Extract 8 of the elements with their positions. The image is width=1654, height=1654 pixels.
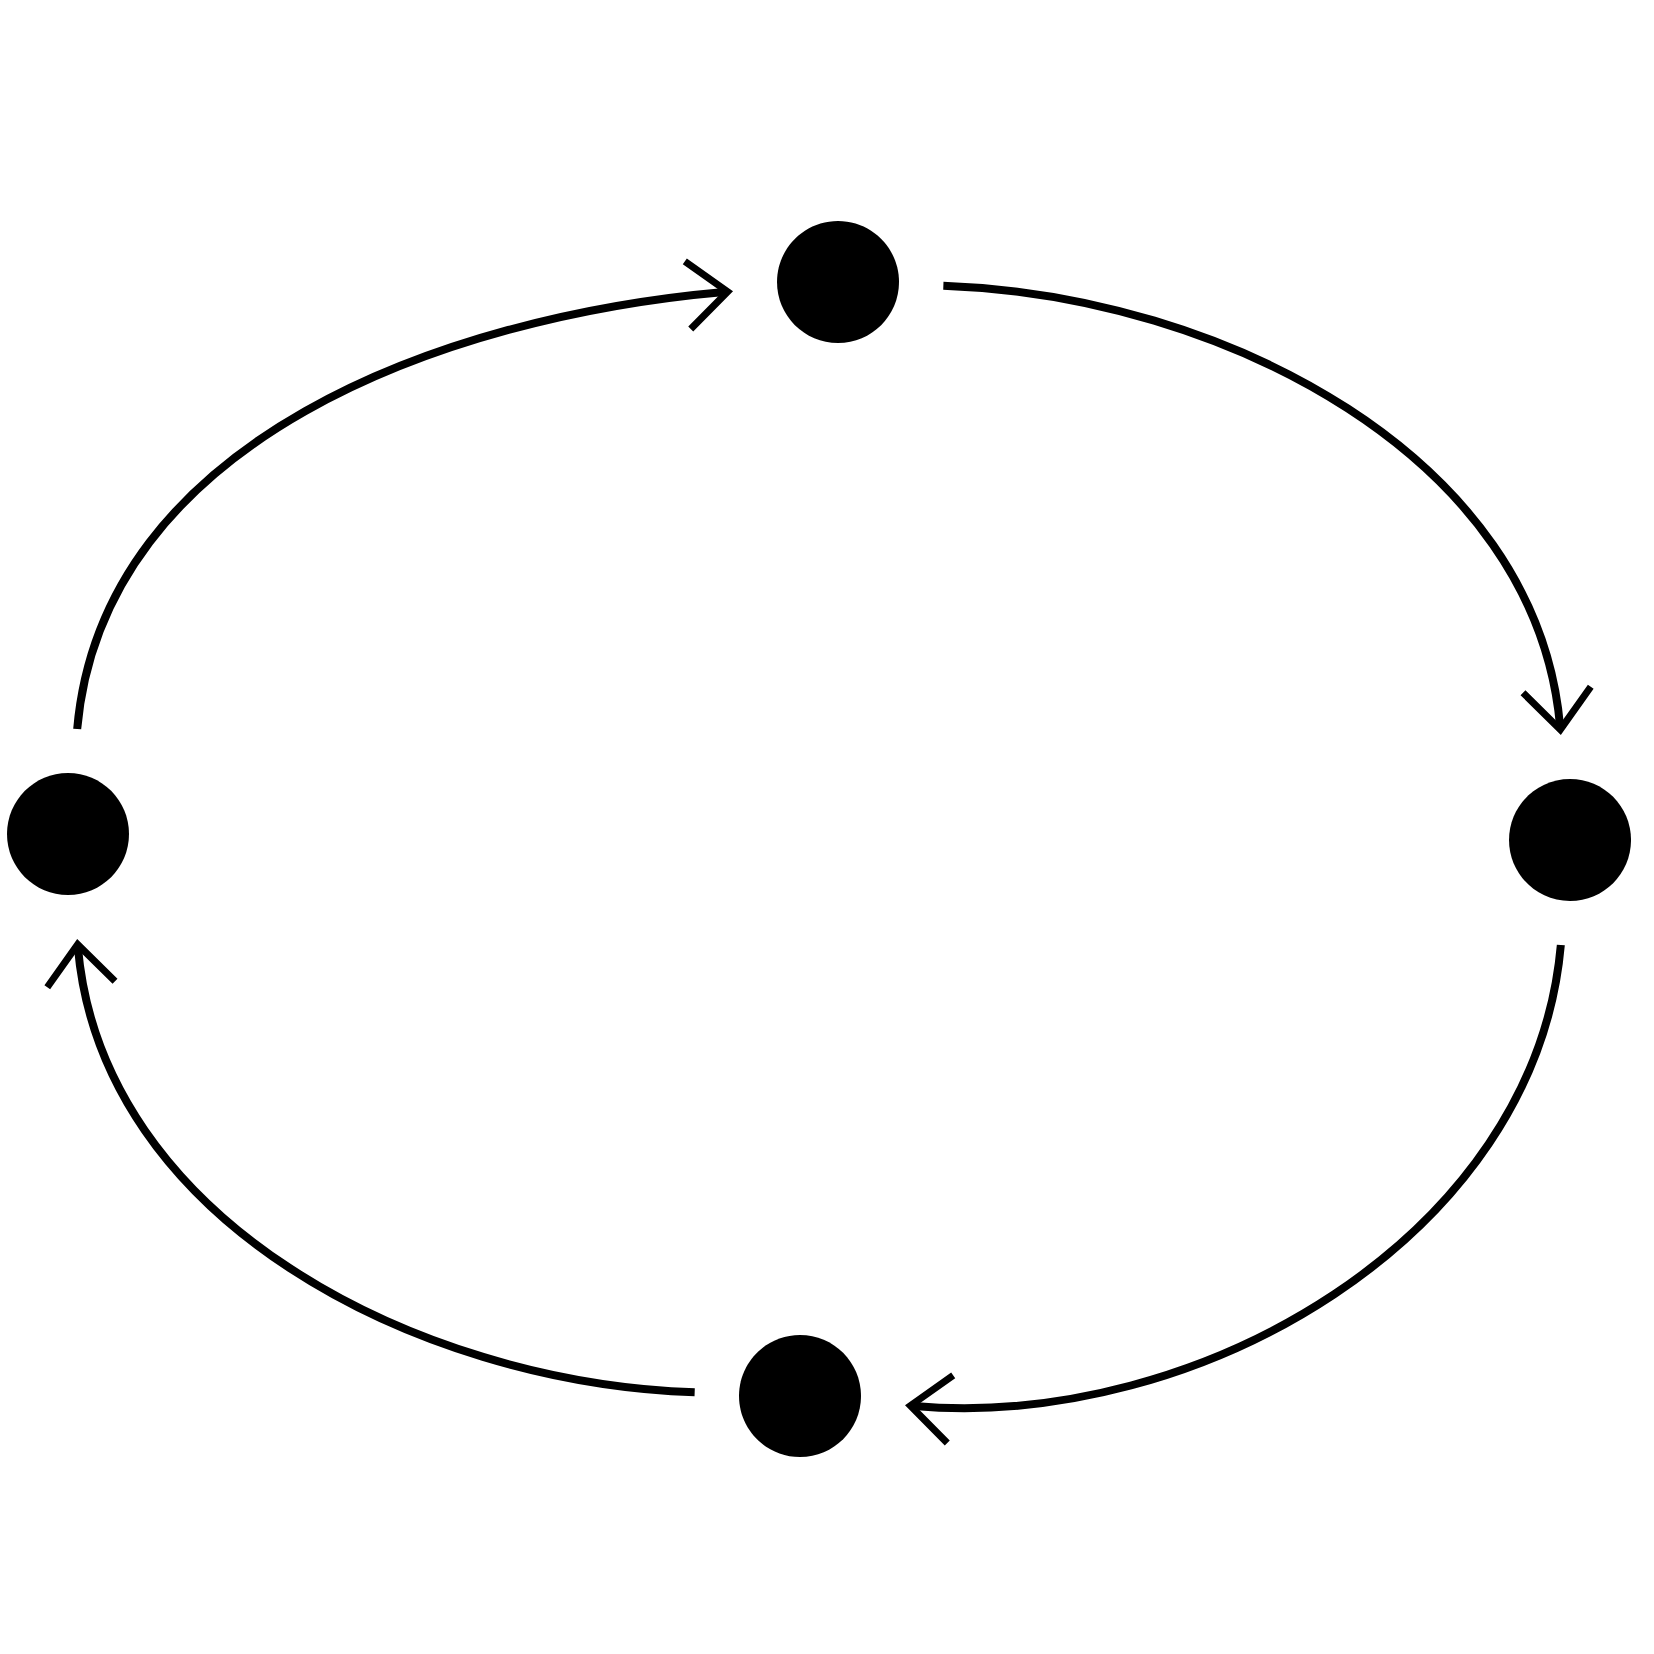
- curved-arrow: [905, 944, 1565, 1446]
- curved-arrow: [73, 258, 733, 730]
- curved-arrow: [943, 281, 1594, 735]
- dot: [1509, 779, 1631, 901]
- dot: [739, 1335, 861, 1457]
- dot: [777, 221, 899, 343]
- curved-arrow: [44, 939, 695, 1397]
- dot: [7, 773, 129, 895]
